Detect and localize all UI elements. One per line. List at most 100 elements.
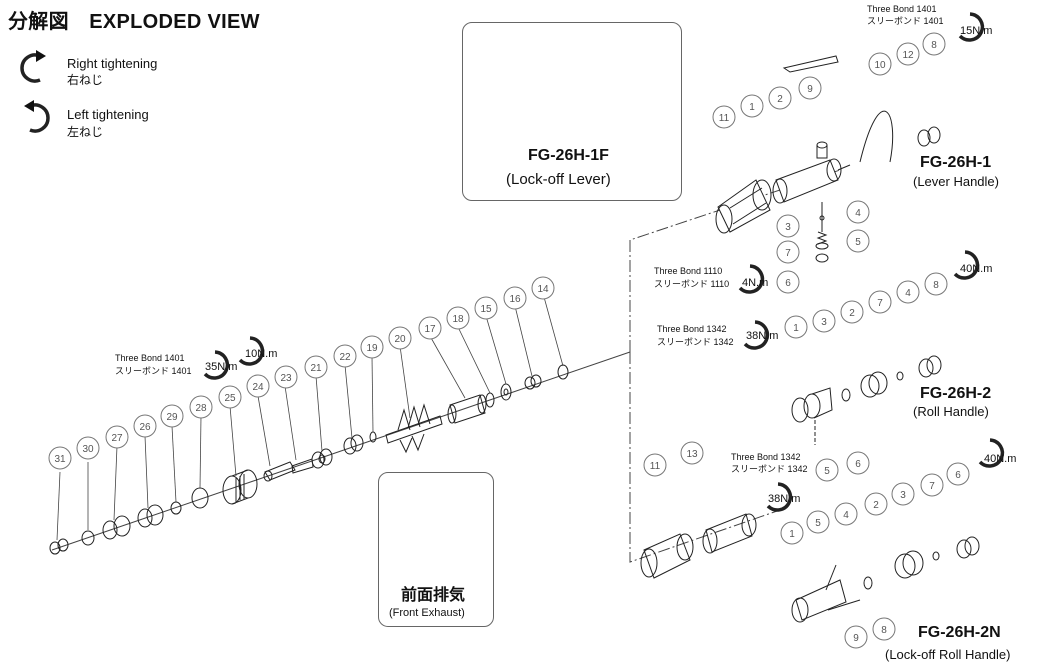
part-number-label: 7	[785, 248, 791, 259]
part-balloon-lever_handle-7	[776, 240, 800, 264]
part-number-label: 16	[509, 294, 521, 305]
part-balloon-main-18	[446, 306, 470, 330]
part-balloon-main-20	[388, 326, 412, 350]
part-balloon-lever_handle-10	[868, 52, 892, 76]
part-balloon-main-25	[218, 385, 242, 409]
part-number-label: 12	[902, 50, 914, 61]
part-balloon-lock_off_roll_handle-3	[891, 482, 915, 506]
right-tightening-icon	[20, 50, 46, 83]
part-balloon-lever_handle-2	[768, 86, 792, 110]
part-balloon-main-30	[76, 436, 100, 460]
part-balloon-main-28	[189, 395, 213, 419]
threebond-1342-b-jp: スリーボンド 1342	[731, 464, 808, 474]
legend-right-tightening-jp: 右ねじ	[67, 73, 104, 87]
lever-handle-subtitle: (Lever Handle)	[913, 174, 999, 189]
part-number-label: 8	[881, 625, 887, 636]
page-title: 分解図 EXPLODED VIEW	[8, 11, 260, 33]
part-number-label: 9	[853, 633, 859, 644]
part-balloon-lock_off_roll_handle-5	[806, 510, 830, 534]
part-number-label: 3	[821, 317, 827, 328]
part-balloon-lever_handle-8	[922, 32, 946, 56]
part-20-rotor	[385, 403, 443, 454]
part-number-label: 22	[339, 352, 351, 363]
part-number-label: 2	[873, 500, 879, 511]
part-number-label: 20	[394, 334, 406, 345]
part-balloon-main-15	[474, 296, 498, 320]
part-balloon-roll_handle-2	[840, 300, 864, 324]
lever-handle-title: FG-26H-1	[920, 154, 992, 171]
part-number-label: 7	[877, 298, 883, 309]
part-balloon-main-19	[360, 335, 384, 359]
part-number-label: 23	[280, 373, 292, 384]
part-balloon-lever_handle-6	[776, 270, 800, 294]
part-number-label: 1	[789, 529, 795, 540]
part-balloon-main-26	[133, 414, 157, 438]
part-balloon-roll_handle-6	[846, 451, 870, 475]
part-number-label: 30	[82, 444, 94, 455]
front-exhaust-panel	[378, 472, 494, 627]
threebond-1342-b: Three Bond 1342	[731, 452, 801, 462]
part-number-label: 14	[537, 284, 549, 295]
part-balloon-main-24	[246, 374, 270, 398]
threebond-1342-a: Three Bond 1342	[657, 324, 727, 334]
front-exhaust-title: 前面排気	[401, 587, 466, 604]
threebond-1401-top: Three Bond 1401	[867, 4, 937, 14]
part-number-label: 10	[874, 60, 886, 71]
part-balloon-lock_off_roll_handle-7	[920, 473, 944, 497]
part-balloon-lever_handle-1	[740, 94, 764, 118]
part-balloon-roll_handle-4	[896, 280, 920, 304]
part-number-label: 26	[139, 422, 151, 433]
part-balloon-roll_handle-3	[812, 309, 836, 333]
part-number-label: 19	[366, 343, 378, 354]
part-balloon-main-23	[274, 365, 298, 389]
part-balloon-lever_handle-12	[896, 42, 920, 66]
threebond-1401-main-jp: スリーボンド 1401	[115, 366, 192, 376]
torque-35nm: 35N.m	[205, 361, 238, 373]
legend-left-tightening: Left tightening	[67, 107, 149, 122]
part-number-label: 29	[166, 412, 178, 423]
threebond-1110: Three Bond 1110	[654, 266, 723, 276]
torque-40nm-a: 40N.m	[960, 263, 993, 275]
part-number-label: 8	[933, 280, 939, 291]
part-number-label: 8	[931, 40, 937, 51]
part-balloon-lock_off_roll_handle-8	[872, 617, 896, 641]
legend-left-tightening-jp: 左ねじ	[67, 125, 104, 139]
part-number-label: 1	[749, 102, 755, 113]
part-number-label: 9	[807, 84, 813, 95]
part-balloon-main-29	[160, 404, 184, 428]
part-number-label: 2	[849, 308, 855, 319]
lock-off-lever-panel	[462, 22, 682, 201]
part-number-label: 21	[310, 363, 322, 374]
threebond-1401-main: Three Bond 1401	[115, 353, 185, 363]
lock-off-roll-handle-subtitle: (Lock-off Roll Handle)	[885, 647, 1011, 662]
part-balloon-lock_off_roll_handle-9	[844, 625, 868, 649]
part-balloon-main-16	[503, 286, 527, 310]
part-number-label: 27	[111, 433, 123, 444]
threebond-1110-jp: スリーボンド 1110	[654, 279, 730, 289]
part-number-label: 4	[905, 288, 911, 299]
lock-off-roll-handle-assembly	[640, 513, 980, 623]
part-balloon-roll_handle-8	[924, 272, 948, 296]
part-number-label: 31	[54, 454, 66, 465]
part-balloon-lever_handle-5	[846, 229, 870, 253]
part-balloon-lock_off_roll_handle-2	[864, 492, 888, 516]
part-balloon-lock_off_roll_handle-13	[680, 441, 704, 465]
part-number-label: 15	[480, 304, 492, 315]
torque-4nm: 4N.m	[742, 277, 769, 289]
roll-handle-title: FG-26H-2	[920, 385, 992, 402]
part-number-label: 6	[855, 459, 861, 470]
part-25	[222, 469, 258, 505]
part-balloon-lock_off_roll_handle-6	[946, 462, 970, 486]
part-number-label: 25	[224, 393, 236, 404]
part-balloon-lever_handle-3	[776, 214, 800, 238]
part-number-label: 17	[424, 324, 436, 335]
part-number-label: 3	[785, 222, 791, 233]
torque-10nm: 10N.m	[245, 348, 278, 360]
part-number-label: 5	[855, 237, 861, 248]
torque-15nm: 15N.m	[960, 25, 993, 37]
part-balloon-main-31	[48, 446, 72, 470]
part-balloon-main-21	[304, 355, 328, 379]
part-number-label: 11	[719, 113, 730, 124]
threebond-1342-a-jp: スリーボンド 1342	[657, 337, 734, 347]
part-number-label: 2	[777, 94, 783, 105]
